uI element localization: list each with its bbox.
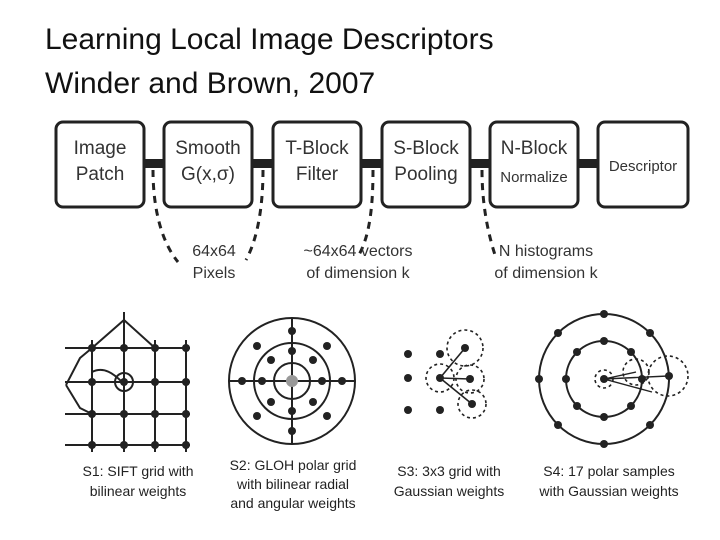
block-label-line1: Descriptor bbox=[609, 158, 677, 175]
pooling-caption-line1: S1: SIFT grid with bbox=[82, 463, 193, 479]
pooling-s3-gaussian-grid: S3: 3x3 grid with Gaussian weights bbox=[394, 329, 505, 499]
pooling-caption-line1: S2: GLOH polar grid bbox=[230, 457, 357, 473]
slide-subtitle: Winder and Brown, 2007 bbox=[45, 67, 376, 100]
pooling-caption-line2: with bilinear radial bbox=[236, 476, 349, 492]
leader-vectors bbox=[355, 169, 375, 259]
block-label-line1: Image bbox=[74, 138, 127, 159]
annotation-line1: N histograms bbox=[499, 243, 593, 260]
pooling-caption-line2: Gaussian weights bbox=[394, 483, 505, 499]
block-label-line1: S-Block bbox=[393, 138, 459, 159]
pooling-caption-line3: and angular weights bbox=[230, 495, 355, 511]
block-descriptor: Descriptor bbox=[596, 120, 690, 209]
leader-pixels-right bbox=[244, 169, 265, 261]
block-label-line2: Patch bbox=[76, 164, 125, 185]
pooling-s2-gloh-polar-grid: S2: GLOH polar grid with bilinear radial… bbox=[228, 317, 357, 511]
pooling-caption-line1: S3: 3x3 grid with bbox=[397, 463, 501, 479]
block-label-line2: Filter bbox=[296, 164, 339, 185]
annotation-line1: 64x64 bbox=[192, 243, 236, 260]
pooling-caption-line2: with Gaussian weights bbox=[538, 483, 678, 499]
annotation-line2: of dimension k bbox=[494, 265, 598, 282]
block-label-line1: N-Block bbox=[501, 138, 568, 159]
pooling-caption-line1: S4: 17 polar samples bbox=[543, 463, 675, 479]
block-s-pooling: S-Block Pooling bbox=[380, 120, 472, 209]
pooling-caption-line2: bilinear weights bbox=[90, 483, 187, 499]
dashed-leaders bbox=[151, 169, 498, 263]
annotation-line2: Pixels bbox=[193, 265, 236, 282]
block-label-line1: Smooth bbox=[175, 138, 240, 159]
annotation-line1: ~64x64 vectors bbox=[304, 243, 413, 260]
block-n-normalize: N-Block Normalize bbox=[488, 120, 580, 209]
block-smooth: Smooth G(x,σ) bbox=[162, 120, 254, 209]
block-label-line2: G(x,σ) bbox=[181, 164, 235, 185]
pipeline-connector bbox=[140, 159, 602, 168]
block-t-filter: T-Block Filter bbox=[271, 120, 363, 209]
slide-title: Learning Local Image Descriptors bbox=[45, 23, 494, 56]
block-label-line2: Normalize bbox=[500, 169, 568, 186]
block-label-line1: T-Block bbox=[285, 138, 349, 159]
annotation-line2: of dimension k bbox=[306, 265, 410, 282]
pooling-s1-sift-grid: S1: SIFT grid with bilinear weights bbox=[65, 312, 194, 499]
pooling-s4-polar-samples: S4: 17 polar samples with Gaussian weigh… bbox=[535, 310, 689, 499]
block-image-patch: Image Patch bbox=[54, 120, 146, 209]
block-label-line2: Pooling bbox=[394, 164, 457, 185]
leader-histograms bbox=[480, 169, 498, 259]
